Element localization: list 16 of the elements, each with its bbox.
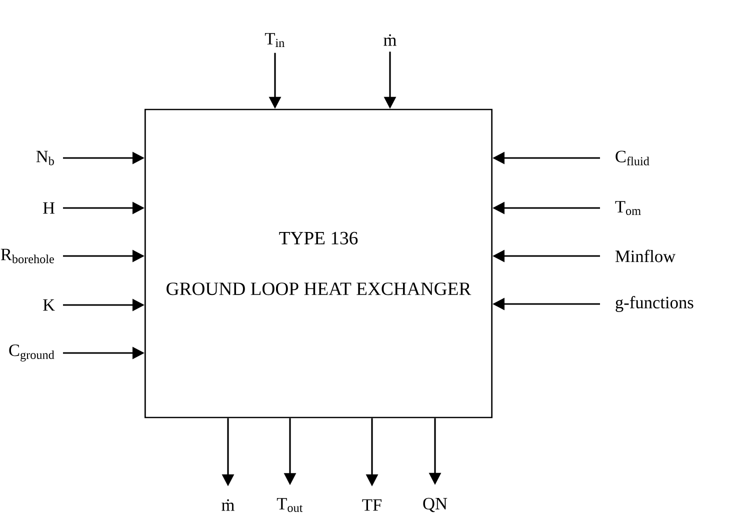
variable-label: QN xyxy=(423,498,448,512)
variable-label: K xyxy=(43,299,55,311)
variable-label: TF xyxy=(362,499,382,511)
variable-label: C$_{ground}$ xyxy=(9,344,54,362)
variable-label: N$_{b}$ xyxy=(36,150,54,166)
variable-label: Minflow xyxy=(615,250,676,262)
variable-label: H xyxy=(43,202,55,214)
variable-label: ṁ xyxy=(222,499,234,511)
variable-label: T$_{in}$ xyxy=(264,33,284,47)
variable-label: T$_{out}$ xyxy=(276,498,303,512)
variable-label: C$_{fluid}$ xyxy=(616,150,650,166)
variable-label: R$_{borehole}$ xyxy=(0,248,54,264)
process-box: TYPE 136 GROUND LOOP HEAT EXCHANGER xyxy=(144,108,492,418)
variable-label: g-functions xyxy=(616,296,694,312)
variable-label: T$_{om}$ xyxy=(615,201,641,215)
variable-label: ṁ xyxy=(384,34,396,46)
